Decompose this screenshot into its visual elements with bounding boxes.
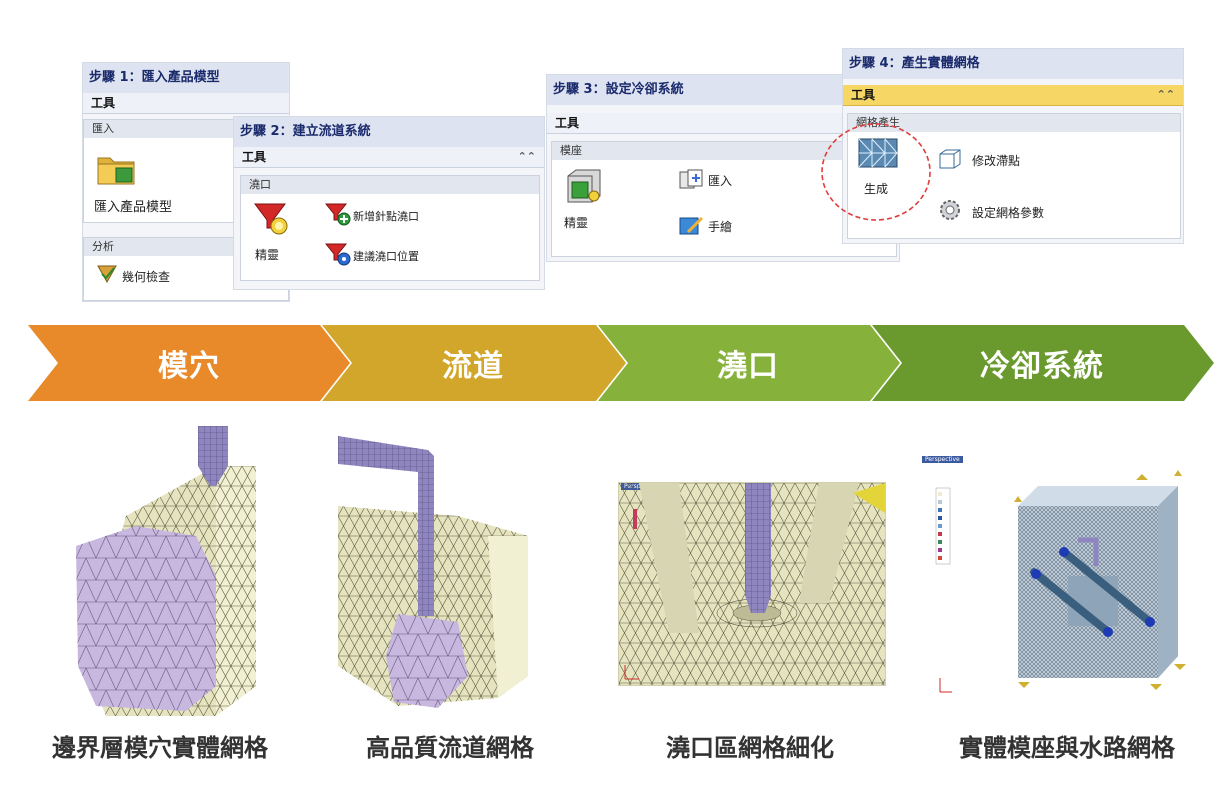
mesh-generate-icon[interactable] xyxy=(858,138,898,168)
import-icon[interactable] xyxy=(678,168,704,190)
mesh-params-label[interactable]: 設定網格參數 xyxy=(972,206,1045,220)
mold-wizard-label[interactable]: 精靈 xyxy=(564,216,589,230)
collapse-icon[interactable]: ⌃⌃ xyxy=(517,150,536,163)
step4-mesh-group-title: 網格產生 xyxy=(848,114,1180,132)
stage-cavity-shape xyxy=(28,325,350,401)
step2-title: 步驟 2：建立流道系統 xyxy=(234,117,544,147)
collapse-icon[interactable]: ⌃⌃ xyxy=(1156,88,1175,101)
suggest-gate-label[interactable]: 建議澆口位置 xyxy=(353,250,419,263)
gate-wizard-icon[interactable] xyxy=(253,200,289,238)
add-pin-gate-icon[interactable] xyxy=(325,202,351,226)
stage-runner-shape xyxy=(322,325,626,401)
stage-gate-shape xyxy=(598,325,900,401)
step4-tools-label: 工具 xyxy=(851,88,876,102)
step3-title: 步驟 3：設定冷卻系統 xyxy=(547,75,899,105)
hand-draw-icon[interactable] xyxy=(678,214,704,236)
legend-color-strip xyxy=(633,509,637,529)
folder-import-icon[interactable] xyxy=(96,152,138,186)
caption-mold-cooling: 實體模座與水路網格 xyxy=(959,734,1175,762)
modify-node-label[interactable]: 修改滯點 xyxy=(972,154,1021,168)
import-label[interactable]: 匯入 xyxy=(708,174,733,188)
step4-tools-header[interactable]: 工具 ⌃⌃ xyxy=(843,85,1183,106)
geometry-check-label[interactable]: 幾何檢查 xyxy=(122,270,171,284)
caption-runner: 高品質流道網格 xyxy=(366,734,534,762)
suggest-gate-icon[interactable] xyxy=(325,242,351,266)
gate-wizard-label[interactable]: 精靈 xyxy=(255,248,280,262)
stage-gate: 澆口 xyxy=(717,349,779,384)
hand-draw-label[interactable]: 手繪 xyxy=(708,220,733,234)
gear-icon[interactable] xyxy=(938,198,962,222)
step1-tools-header[interactable]: 工具 xyxy=(83,93,289,114)
step2-tools-label: 工具 xyxy=(242,150,267,164)
mold-cooling-mesh-image: Perspective xyxy=(918,456,1196,704)
step2-gate-group: 澆口 精靈 新增針點澆口 建議澆口位置 xyxy=(240,175,540,281)
caption-gate: 澆口區網格細化 xyxy=(666,734,834,762)
step4-title: 步驟 4：產生實體網格 xyxy=(843,49,1183,79)
caption-cavity: 邊界層模穴實體網格 xyxy=(52,734,268,762)
runner-mesh-image xyxy=(338,436,528,708)
generate-highlight-circle xyxy=(821,123,931,221)
step1-panel: 步驟 1：匯入產品模型 工具 匯入 匯入產品模型 分析 幾何檢查 xyxy=(82,62,290,302)
viewport-label-2: Perspective xyxy=(922,456,963,463)
gate-mesh-drawing xyxy=(619,483,885,685)
step3-panel: 步驟 3：設定冷卻系統 工具 模座 精靈 匯入 手繪 xyxy=(546,74,900,262)
step3-tools-header[interactable]: 工具 xyxy=(547,113,899,134)
stage-cavity: 模穴 xyxy=(158,349,220,384)
step2-panel: 步驟 2：建立流道系統 工具 ⌃⌃ 澆口 精靈 新增針點澆口 建議澆口位置 xyxy=(233,116,545,290)
gate-mesh-image: Perspective xyxy=(618,482,886,686)
mold-cooling-drawing xyxy=(935,470,1186,693)
step1-title: 步驟 1：匯入產品模型 xyxy=(83,63,289,93)
mold-wizard-icon[interactable] xyxy=(564,168,604,206)
step4-panel: 步驟 4：產生實體網格 工具 ⌃⌃ 網格產生 生成 修改滯點 設定網格參數 xyxy=(842,48,1184,244)
legend-panel xyxy=(935,487,951,565)
step4-mesh-group: 網格產生 生成 修改滯點 設定網格參數 xyxy=(847,113,1181,239)
step3-mold-group-title: 模座 xyxy=(552,142,896,160)
mesh-generate-label[interactable]: 生成 xyxy=(864,182,889,196)
step2-gate-group-title: 澆口 xyxy=(241,176,539,194)
step2-tools-header[interactable]: 工具 ⌃⌃ xyxy=(234,147,544,168)
stage-cooling: 冷卻系統 xyxy=(980,349,1104,384)
modify-node-icon[interactable] xyxy=(938,148,962,170)
process-arrow xyxy=(28,325,1214,401)
stage-runner: 流道 xyxy=(442,349,504,384)
cavity-mesh-image xyxy=(76,426,256,716)
import-product-model-label[interactable]: 匯入產品模型 xyxy=(94,200,173,215)
add-pin-gate-label[interactable]: 新增針點澆口 xyxy=(353,210,419,223)
stage-cooling-shape xyxy=(872,325,1214,401)
step3-mold-group: 模座 精靈 匯入 手繪 xyxy=(551,141,897,257)
geometry-check-icon[interactable] xyxy=(96,264,118,284)
